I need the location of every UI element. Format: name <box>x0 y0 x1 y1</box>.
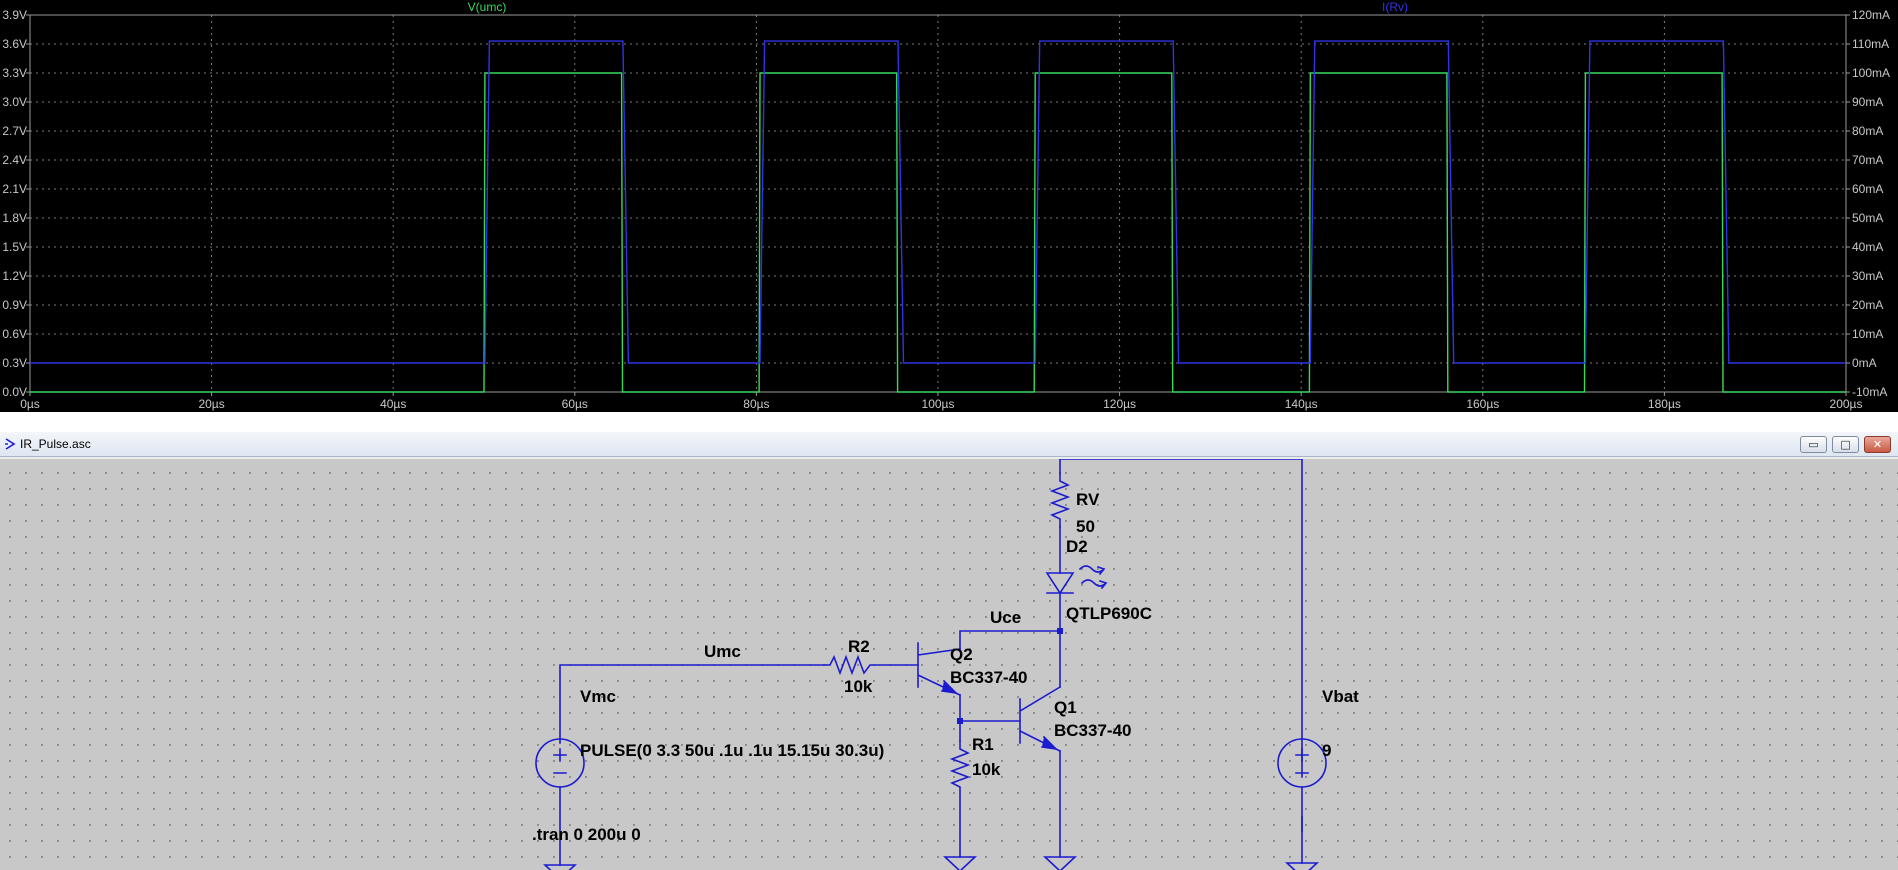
x-tick-label: 60µs <box>562 397 588 411</box>
waveform-chart[interactable]: 0.0V -10mA 0.3V 0mA 0.6V 10mA 0.9V 20mA 1.2V 30mA… <box>0 0 1898 412</box>
transistor-q1[interactable] <box>1018 685 1062 753</box>
net-label-uce[interactable]: Uce <box>990 608 1022 627</box>
ground-icon <box>942 856 978 870</box>
minimize-button[interactable]: ▭ <box>1800 436 1827 453</box>
y-right-tick-label: 20mA <box>1852 298 1883 312</box>
ground-icon <box>542 864 578 870</box>
resistor-rv[interactable] <box>1049 472 1071 528</box>
close-icon: ✕ <box>1872 438 1883 451</box>
led-emission-icon <box>1078 565 1108 590</box>
resistor-r2[interactable] <box>823 654 919 676</box>
q2-ref-label[interactable]: Q2 <box>950 645 973 664</box>
y-right-tick-label: 10mA <box>1852 327 1883 341</box>
net-label-umc[interactable]: Umc <box>704 642 741 661</box>
diode-d2[interactable] <box>1045 572 1075 632</box>
q1-emitter-arrow <box>1041 735 1059 751</box>
r1-ref-label[interactable]: R1 <box>972 735 994 754</box>
vmc-value-label[interactable]: PULSE(0 3.3 50u .1u .1u 15.15u 30.3u) <box>580 741 885 760</box>
y-right-tick-label: 40mA <box>1852 240 1883 254</box>
schematic-window: IR_Pulse.asc ▭ □ ✕ <box>0 432 1898 870</box>
x-tick-label: 180µs <box>1648 397 1681 411</box>
y-right-tick-label: 120mA <box>1852 8 1890 22</box>
r2-ref-label[interactable]: R2 <box>848 637 870 656</box>
y-right-tick-label: 110mA <box>1852 37 1889 51</box>
vmc-polarity-icon <box>553 748 567 774</box>
wire-supply-rail[interactable] <box>1059 459 1303 778</box>
y-left-tick-label: 2.7V <box>2 124 27 138</box>
wire-uce[interactable] <box>959 630 1061 650</box>
y-right-tick-label: 100mA <box>1852 66 1890 80</box>
vbat-ref-label[interactable]: Vbat <box>1322 687 1359 706</box>
x-tick-label: 40µs <box>380 397 406 411</box>
y-left-tick-label: 0.0V <box>2 385 27 399</box>
y-left-tick-label: 3.6V <box>2 37 27 51</box>
x-tick-label: 0µs <box>20 397 40 411</box>
x-tick-label: 80µs <box>743 397 769 411</box>
ltspice-schematic-icon <box>5 438 16 450</box>
y-left-tick-label: 2.1V <box>2 182 27 196</box>
minimize-icon: ▭ <box>1808 438 1819 451</box>
trace-label-v-umc-[interactable]: V(umc) <box>468 0 507 14</box>
y-left-tick-label: 3.0V <box>2 95 27 109</box>
y-left-tick-label: 2.4V <box>2 153 27 167</box>
schematic-drawing[interactable] <box>0 459 1898 870</box>
q2-emitter-arrow <box>941 679 959 695</box>
y-right-tick-label: 50mA <box>1852 211 1883 225</box>
y-right-tick-label: -10mA <box>1852 385 1887 399</box>
schematic-canvas[interactable]: RV 50 D2 QTLP690C Uce R2 10k Umc Q2 BC33… <box>0 459 1898 870</box>
d2-ref-label[interactable]: D2 <box>1066 537 1088 556</box>
rv-value-label[interactable]: 50 <box>1076 517 1095 536</box>
wire-umc[interactable] <box>559 664 825 744</box>
x-tick-label: 100µs <box>922 397 955 411</box>
x-tick-label: 20µs <box>198 397 224 411</box>
ground-icon <box>1042 856 1078 870</box>
y-left-tick-label: 0.9V <box>2 298 27 312</box>
trace-label-i-rv-[interactable]: I(Rv) <box>1382 0 1408 14</box>
x-tick-label: 160µs <box>1466 397 1499 411</box>
q1-ref-label[interactable]: Q1 <box>1054 698 1077 717</box>
vmc-ref-label[interactable]: Vmc <box>580 687 616 706</box>
y-left-tick-label: 1.2V <box>2 269 27 283</box>
spice-directive[interactable]: .tran 0 200u 0 <box>532 825 641 844</box>
y-right-tick-label: 60mA <box>1852 182 1883 196</box>
y-left-tick-label: 1.5V <box>2 240 27 254</box>
y-left-tick-label: 1.8V <box>2 211 27 225</box>
maximize-button[interactable]: □ <box>1832 436 1859 453</box>
voltage-source-vmc[interactable] <box>535 738 585 788</box>
junction-dot <box>957 718 963 724</box>
trace-v-umc-[interactable] <box>30 72 1846 393</box>
x-tick-label: 200µs <box>1830 397 1863 411</box>
rv-ref-label[interactable]: RV <box>1076 490 1100 509</box>
waveform-plot-pane[interactable]: 0.0V -10mA 0.3V 0mA 0.6V 10mA 0.9V 20mA 1.2V 30mA… <box>0 0 1898 412</box>
y-left-tick-label: 0.3V <box>2 356 27 370</box>
junction-dot <box>1057 628 1063 634</box>
y-left-tick-label: 3.9V <box>2 8 27 22</box>
y-right-tick-label: 80mA <box>1852 124 1883 138</box>
y-right-tick-label: 90mA <box>1852 95 1883 109</box>
maximize-icon: □ <box>1840 438 1851 451</box>
vbat-value-label[interactable]: 9 <box>1322 741 1332 760</box>
ground-icon <box>1284 862 1320 870</box>
y-left-tick-label: 3.3V <box>2 66 27 80</box>
vbat-polarity-icon <box>1295 748 1309 774</box>
y-right-tick-label: 0mA <box>1852 356 1877 370</box>
q1-value-label[interactable]: BC337-40 <box>1054 721 1132 740</box>
x-tick-label: 140µs <box>1285 397 1318 411</box>
d2-value-label[interactable]: QTLP690C <box>1066 604 1152 623</box>
r1-value-label[interactable]: 10k <box>972 760 1001 779</box>
window-titlebar[interactable]: IR_Pulse.asc ▭ □ ✕ <box>0 432 1898 457</box>
trace-i-rv-[interactable] <box>30 40 1846 364</box>
y-right-tick-label: 30mA <box>1852 269 1883 283</box>
y-left-tick-label: 0.6V <box>2 327 27 341</box>
r2-value-label[interactable]: 10k <box>844 677 873 696</box>
q2-value-label[interactable]: BC337-40 <box>950 668 1028 687</box>
plot-frame <box>29 14 1847 393</box>
x-tick-label: 120µs <box>1103 397 1136 411</box>
close-button[interactable]: ✕ <box>1864 436 1891 453</box>
window-title: IR_Pulse.asc <box>20 437 91 451</box>
y-right-tick-label: 70mA <box>1852 153 1883 167</box>
resistor-r1[interactable] <box>949 740 971 858</box>
